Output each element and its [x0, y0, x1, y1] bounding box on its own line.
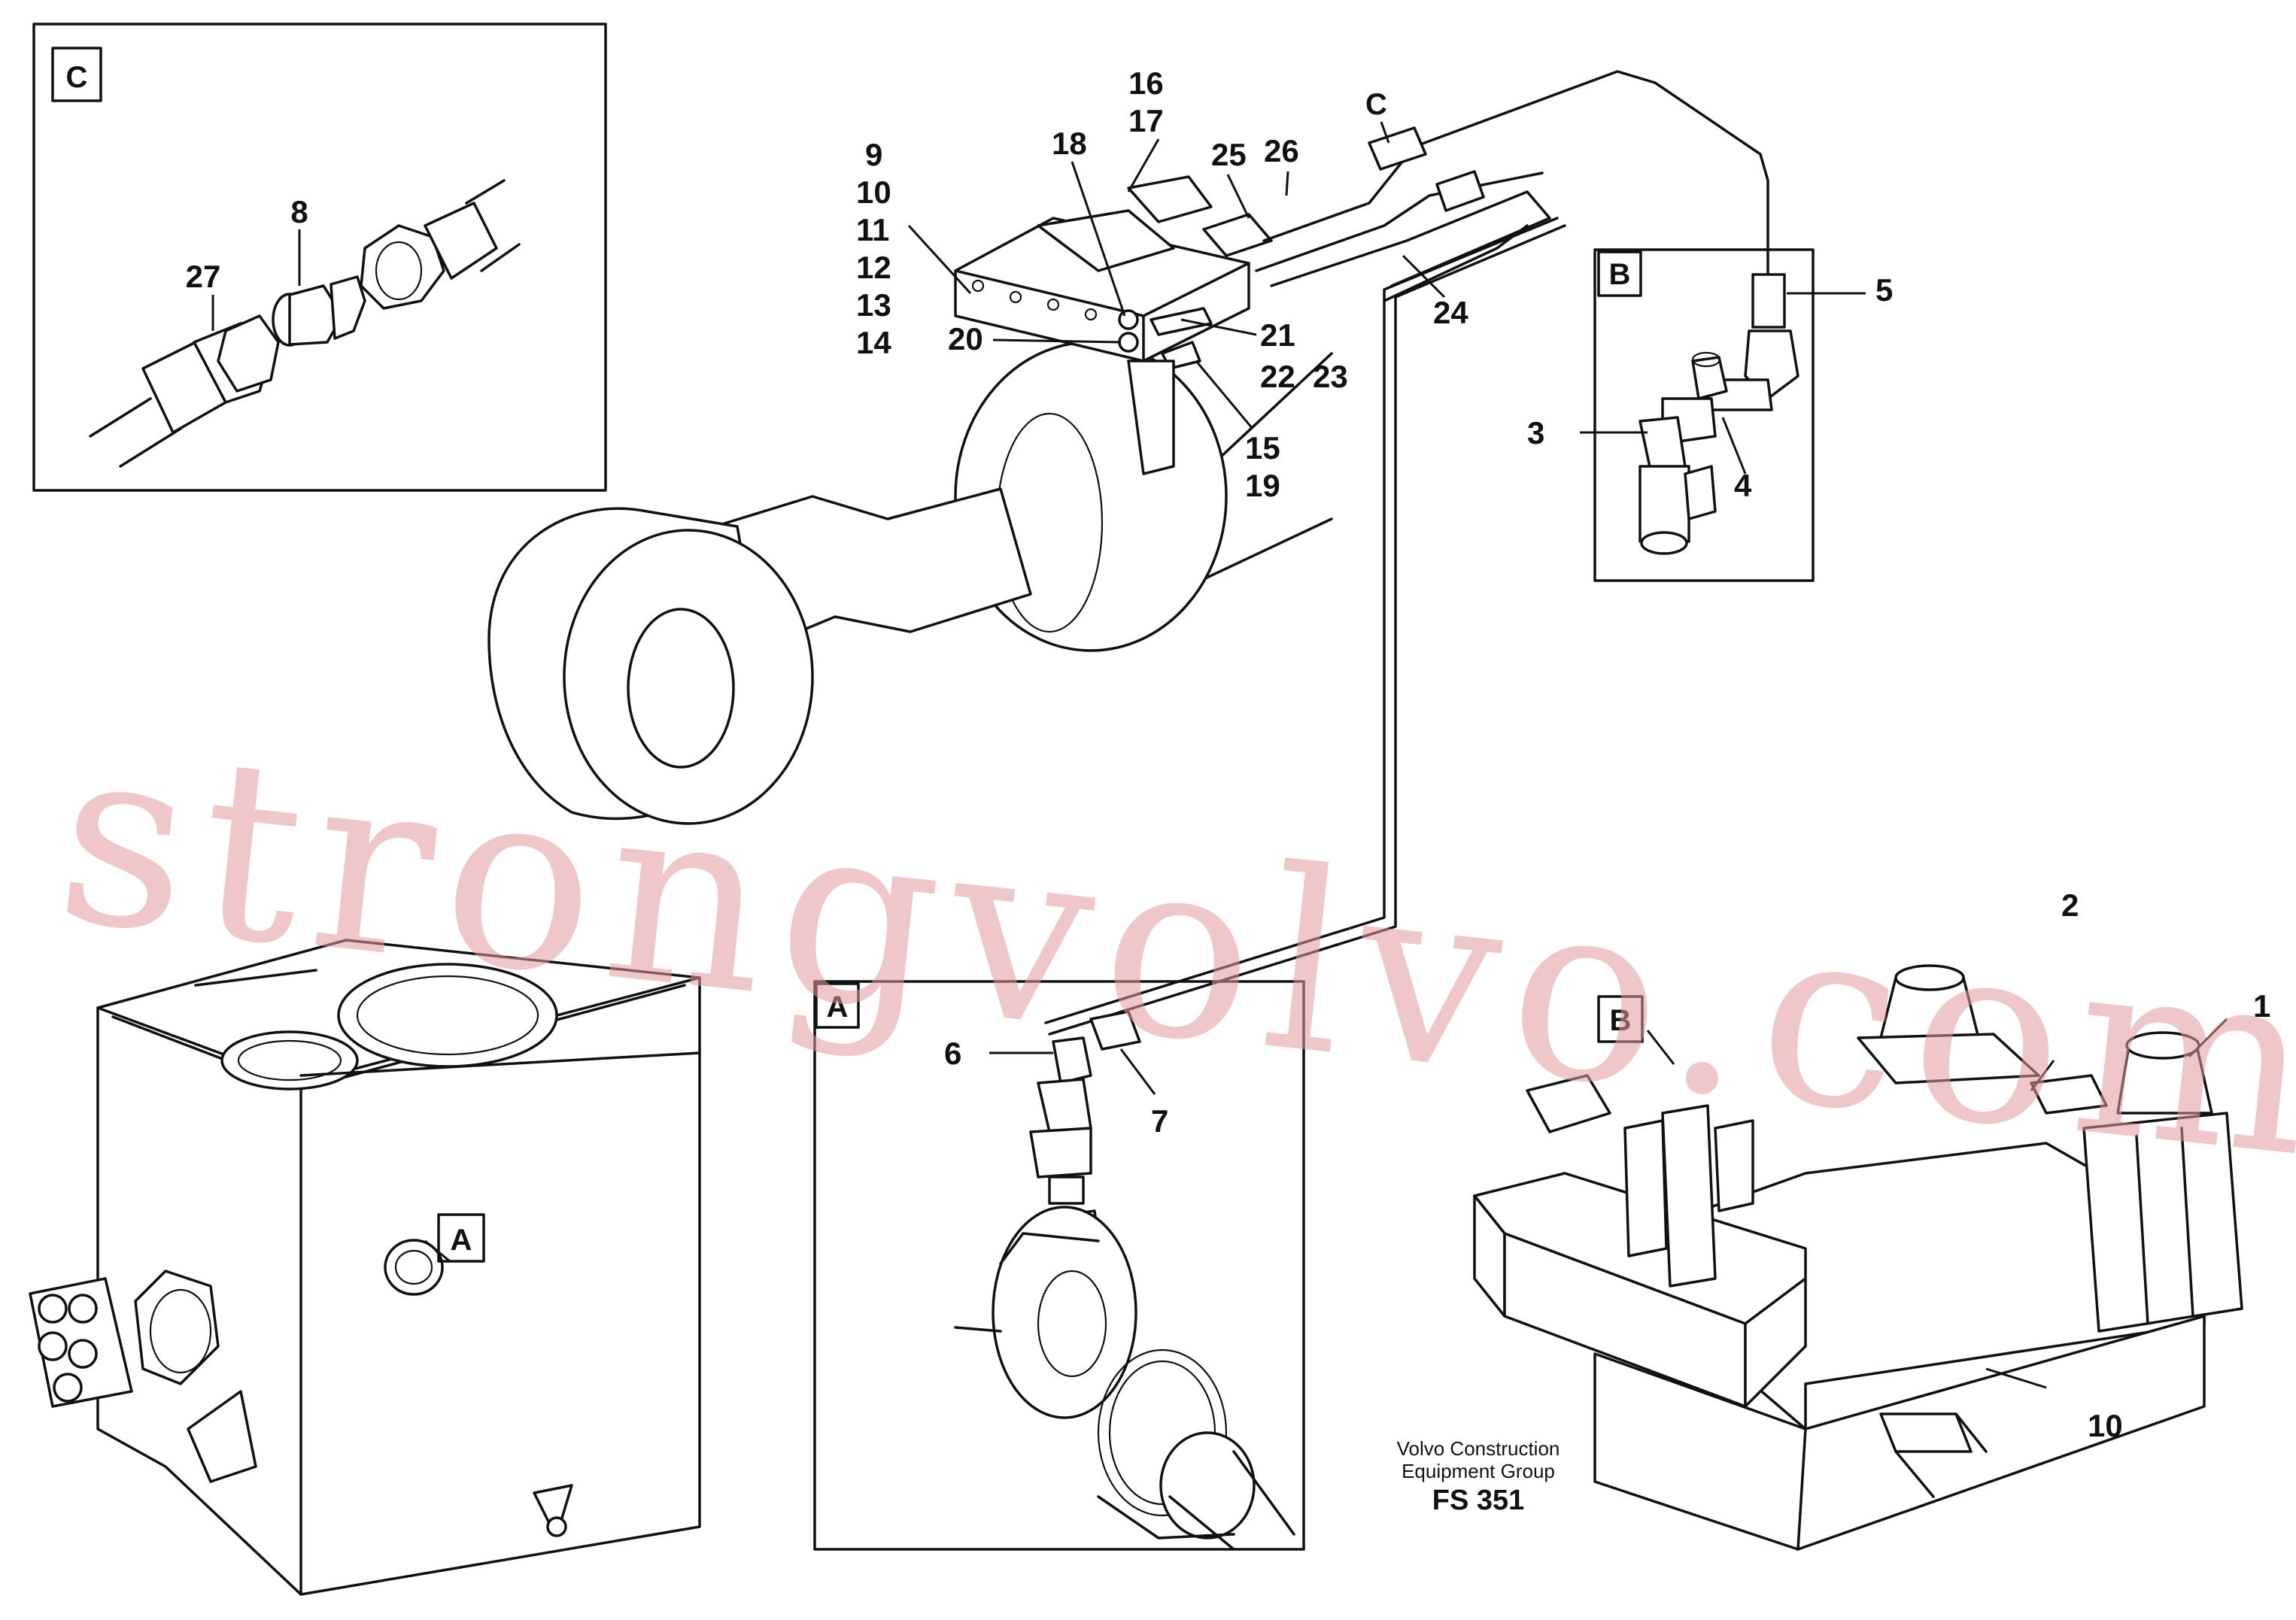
publisher-credit: Volvo Construction Equipment Group FS 35…: [1397, 1437, 1560, 1516]
label-15: 15: [1245, 430, 1280, 466]
cylinder-labels: 9 10 11 12 13 14 16 17 18 25 26 C 20 21 …: [856, 65, 1468, 503]
label-27: 27: [186, 259, 221, 294]
union-nut-27: [217, 314, 280, 393]
valve-block: [954, 175, 1273, 475]
hydraulic-cylinder: [487, 175, 1333, 825]
detail-a-letter: A: [827, 991, 849, 1024]
detail-b-letter: B: [1609, 258, 1631, 291]
label-10-bottom: 10: [2088, 1408, 2123, 1443]
hose-letter-c: C: [1365, 88, 1387, 121]
detail-c-panel: C 27 8: [32, 23, 607, 492]
label-24: 24: [1433, 295, 1468, 330]
label-5: 5: [1875, 272, 1893, 308]
label-25: 25: [1211, 137, 1247, 172]
hose-right: [360, 179, 521, 310]
tank-letter-a: A: [451, 1224, 472, 1257]
label-23: 23: [1313, 359, 1348, 394]
detail-b-panel: B 5 3 4: [1527, 248, 1893, 582]
credit-line-2: Equipment Group: [1402, 1460, 1555, 1482]
label-13: 13: [856, 287, 891, 323]
label-2: 2: [2061, 887, 2079, 923]
label-9: 9: [865, 137, 882, 172]
hydraulic-tank: A: [29, 939, 701, 1596]
hose-lines: [1044, 70, 1769, 1036]
label-10-top: 10: [856, 174, 891, 210]
label-3: 3: [1527, 415, 1544, 451]
valve-assembly: 2 1 10 B: [1473, 887, 2270, 1551]
label-20: 20: [948, 321, 983, 356]
label-21: 21: [1260, 317, 1295, 353]
label-7: 7: [1151, 1103, 1168, 1139]
label-1: 1: [2253, 988, 2270, 1024]
label-18: 18: [1052, 126, 1087, 161]
label-11: 11: [856, 212, 889, 247]
label-16: 16: [1128, 65, 1164, 101]
label-4: 4: [1734, 468, 1752, 503]
label-22: 22: [1260, 359, 1295, 394]
label-17: 17: [1128, 103, 1164, 138]
label-6: 6: [944, 1036, 961, 1071]
valve-letter-b: B: [1610, 1004, 1632, 1037]
detail-a-panel: A 6 7: [813, 980, 1305, 1551]
credit-line-1: Volvo Construction: [1397, 1437, 1560, 1460]
label-14: 14: [856, 325, 891, 360]
figure-code: FS 351: [1432, 1485, 1525, 1516]
label-19: 19: [1245, 468, 1280, 503]
label-12: 12: [856, 250, 891, 285]
adapter-8: [272, 275, 366, 347]
label-8: 8: [290, 194, 308, 229]
detail-c-letter: C: [66, 61, 88, 94]
label-26: 26: [1264, 133, 1299, 168]
